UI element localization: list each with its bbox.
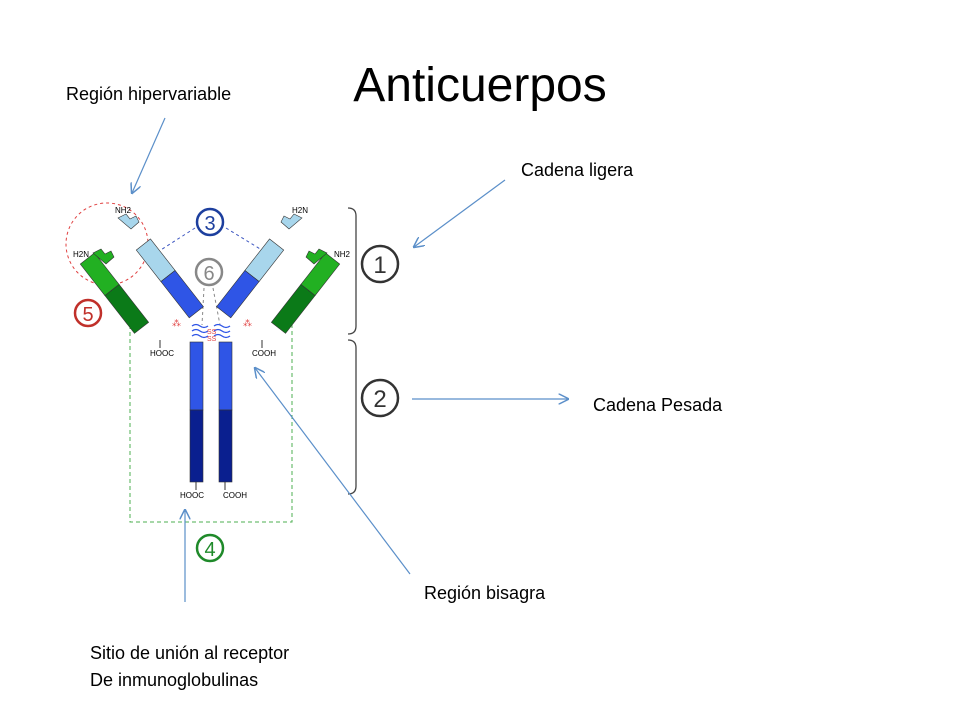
right-light-chain-arm (270, 252, 341, 334)
right-heavy-chain-arm (216, 238, 285, 319)
label-heavy-chain: Cadena Pesada (593, 395, 723, 415)
terminal-h2n-heavy-right: H2N (292, 206, 308, 215)
terminal-nh2-heavy-left: NH2 (115, 206, 132, 215)
right-fc-lower (218, 409, 233, 483)
number-2-text: 2 (373, 386, 386, 413)
right-light-variable-tip (305, 248, 328, 265)
terminal-cooh-heavy-bottom: COOH (223, 491, 247, 500)
bracket-heavy-chain (347, 339, 357, 495)
number-3-text: 3 (204, 213, 215, 235)
left-heavy-variable-tip (117, 213, 140, 230)
terminal-cooh-light-right: COOH (252, 349, 276, 358)
right-heavy-variable-tip (280, 213, 303, 230)
number-6-text: 6 (203, 263, 214, 285)
slide-title: Anticuerpos (353, 59, 607, 112)
label-receptor-site-line2: De inmunoglobulinas (90, 670, 259, 690)
terminal-hooc-light-left: HOOC (150, 349, 174, 358)
number-1-circle (360, 244, 400, 284)
terminal-nh2-light-right: NH2 (334, 250, 351, 259)
arrow-light-chain (414, 179, 506, 247)
left-light-chain-arm (79, 252, 150, 334)
number-4-circle (195, 533, 225, 563)
bracket-light-chain (347, 207, 357, 335)
number-1-text: 1 (373, 252, 386, 279)
left-fc-lower (189, 409, 204, 483)
label-hypervariable-region: Región hipervariable (66, 84, 232, 104)
disulfide-mark-left: ⁂ (172, 318, 181, 328)
number-6-circle (194, 257, 224, 287)
arrow-hypervariable-region (132, 117, 166, 193)
label-receptor-site-line1: Sitio de unión al receptor (90, 643, 290, 663)
arrow-hinge-region (255, 368, 411, 575)
right-fc-upper (218, 341, 233, 411)
label-hinge-region: Región bisagra (424, 583, 546, 603)
disulfide-mark-1: SS (207, 329, 217, 336)
left-fc-upper (189, 341, 204, 411)
left-light-variable-tip (92, 248, 115, 265)
number-3-pointer-left (152, 227, 196, 256)
number-5-circle (73, 298, 103, 328)
label-light-chain: Cadena ligera (521, 160, 634, 180)
right-hinge-coil (213, 323, 231, 339)
disulfide-mark-2: SS (207, 336, 217, 343)
left-heavy-chain-arm (135, 238, 204, 319)
number-4-text: 4 (204, 539, 215, 561)
number-3-circle (195, 207, 225, 237)
fc-region-dashed-box (129, 318, 293, 523)
disulfide-mark-right: ⁂ (243, 318, 252, 328)
terminal-hooc-heavy-bottom: HOOC (180, 491, 204, 500)
left-hinge-coil (191, 323, 209, 339)
terminal-h2n-light-left: H2N (73, 250, 89, 259)
number-2-circle (360, 378, 400, 418)
number-5-text: 5 (82, 304, 93, 326)
